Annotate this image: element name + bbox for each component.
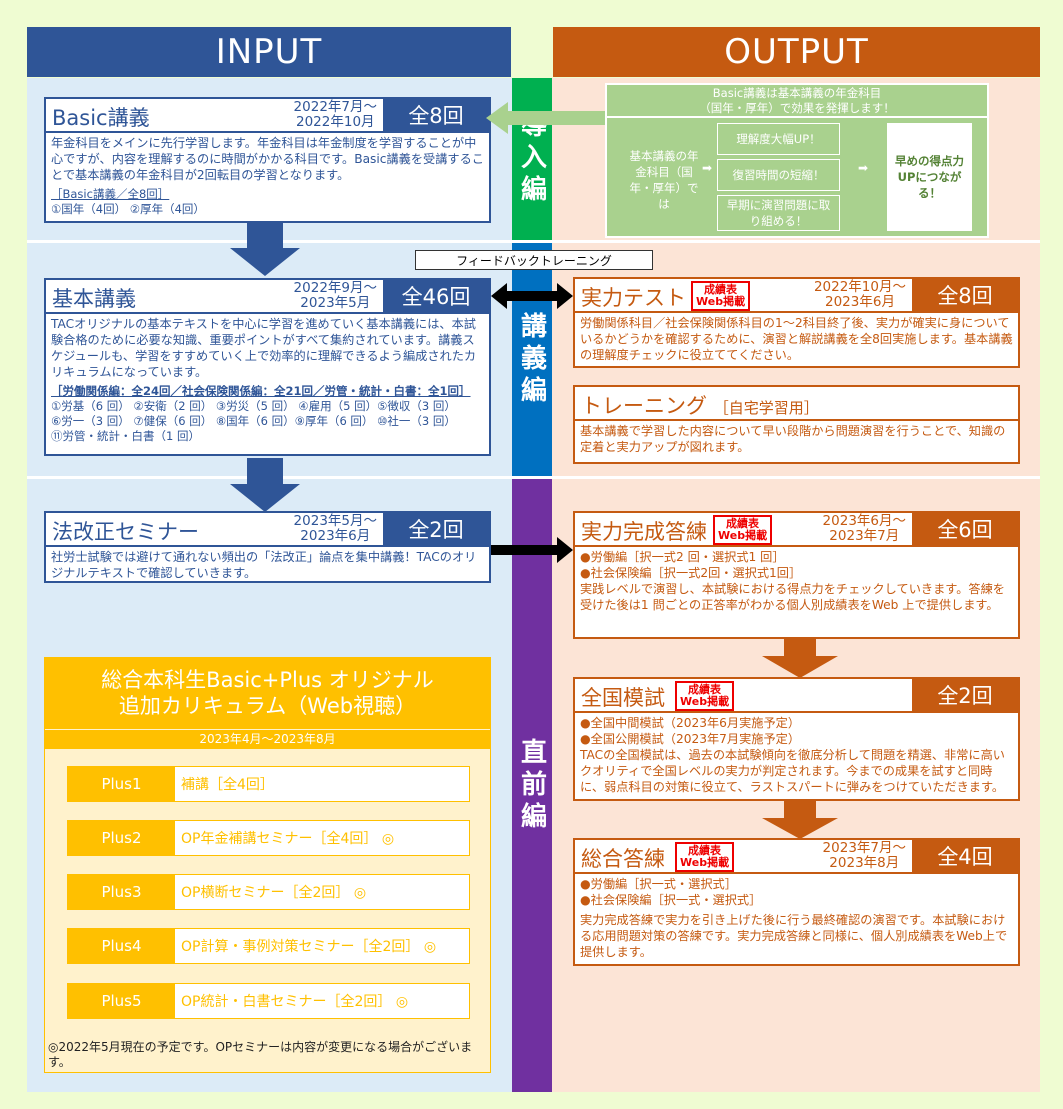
card-subtitle: ［Basic講義／全8回］ (51, 187, 170, 201)
down-arrow-icon (230, 222, 300, 276)
card-subitems: ①国年（4回） ②厚年（4回） (51, 202, 205, 216)
card-title: 法改正セミナー (52, 520, 199, 544)
effect-result: 早めの得点力UPにつながる！ (887, 123, 972, 231)
card-subitems: ⑪労管・統計・白書（1 回） (51, 429, 200, 443)
card-subtitle: ［労働関係編：全24回／社会保険関係編：全21回／労管・統計・白書：全1回］ (51, 384, 471, 398)
card-item: ●労働編［択一式2 回・選択式1 回］ (580, 550, 785, 564)
card-item: ●社会保険編［択一式2回・選択式1回］ (580, 566, 802, 580)
phase-intro: 導入編 (512, 78, 552, 240)
card-date: 2023年7月～2023年8月 (822, 840, 906, 871)
card-title: トレーニング ［自宅学習用］ (581, 394, 819, 418)
card-item: ●労働編［択一式・選択式］ (580, 877, 737, 891)
card-desc: 労働関係科目／社会保険関係科目の1～2科目終了後、実力が確実に身についているかど… (580, 316, 1013, 362)
basic-lecture-card: Basic講義 2022年7月～2022年10月 全8回 年金科目をメインに先行… (44, 97, 491, 223)
divider (27, 240, 1040, 243)
plus-period: 2023年4月～2023年8月 (45, 730, 490, 749)
card-count: 全46回 (383, 280, 489, 312)
card-title: Basic講義 (52, 106, 150, 130)
divider (27, 476, 1040, 479)
effect-item: 復習時間の短縮！ (717, 159, 840, 191)
card-desc: TACオリジナルの基本テキストを中心に学習を進めていく基本講義には、本試験合格の… (51, 317, 477, 379)
card-date: 2022年9月～2023年5月 (293, 280, 377, 311)
card-subitems: ⑥労一（3 回） ⑦健保（6 回） ⑧国年（6 回）⑨厚年（6 回） ⑩社一（3… (51, 414, 456, 428)
arrow-right-icon (491, 537, 573, 563)
card-title: 総合答練 (581, 847, 665, 871)
plus-title: 総合本科生Basic+Plus オリジナル (101, 668, 434, 692)
down-arrow-icon (762, 638, 838, 678)
card-count: 全6回 (912, 513, 1018, 545)
law-revision-seminar-card: 法改正セミナー 2023年5月～2023年6月 全2回 社労士試験では避けて通れ… (44, 511, 491, 583)
card-item: ●社会保険編［択一式・選択式］ (580, 893, 762, 907)
card-desc: 基本講義で学習した内容について早い段階から問題演習を行うことで、知識の定着と実力… (580, 424, 1006, 454)
down-arrow-icon (230, 458, 300, 512)
effect-title: Basic講義は基本講義の年金科目 (712, 86, 882, 100)
card-item: ●全国中間模試（2023年6月実施予定） (580, 716, 801, 730)
card-title: 実力テスト (581, 286, 686, 310)
card-title: 全国模試 (581, 686, 665, 710)
input-header: INPUT (27, 27, 511, 77)
basic-course-card: 基本講義 2022年9月～2023年5月 全46回 TACオリジナルの基本テキス… (44, 278, 491, 456)
card-subitems: ①労基（6 回） ②安衛（2 回） ③労災（5 回） ④雇用（5 回）⑤徴収（3… (51, 399, 456, 413)
phase-lecture: 講義編 (512, 243, 552, 476)
card-desc: 実践レベルで演習し、本試験における得点力をチェックしていきます。答練を受けた後は… (580, 582, 1005, 612)
green-arrow-left-icon (486, 102, 608, 134)
card-date: 2023年6月～2023年7月 (822, 513, 906, 544)
card-desc: 社労士試験では避けて通れない頻出の「法改正」論点を集中講義！TACのオリジナルテ… (51, 550, 477, 580)
down-arrow-icon (762, 800, 838, 839)
output-header: OUTPUT (553, 27, 1040, 77)
card-item: ●全国公開模試（2023年7月実施予定） (580, 732, 801, 746)
card-count: 全4回 (912, 840, 1018, 872)
card-desc: 実力完成答練で実力を引き上げた後に行う最終確認の演習です。本試験における応用問題… (580, 913, 1008, 959)
card-date: 2022年10月～2023年6月 (813, 279, 906, 310)
feedback-training-label: フィードバックトレーニング (415, 250, 653, 270)
card-date: 2023年5月～2023年6月 (293, 513, 377, 544)
card-date: 2022年7月～2022年10月 (293, 99, 377, 130)
training-card: トレーニング ［自宅学習用］ 基本講義で学習した内容について早い段階から問題演習… (573, 385, 1020, 464)
effect-title: （国年・厚年）で効果を発揮します！ (699, 101, 895, 115)
double-arrow-icon (491, 283, 573, 309)
card-count: 全8回 (912, 279, 1018, 311)
card-count: 全8回 (383, 99, 489, 131)
phase-final: 直前編 (512, 479, 552, 1092)
effect-item: 理解度大幅UP！ (717, 123, 840, 155)
card-desc: 年金科目をメインに先行学習します。年金科目は年金制度を学習することが中心ですが、… (51, 136, 484, 182)
plus-note: ◎2022年5月現在の予定です。OPセミナーは内容が変更になる場合がございます。 (48, 1040, 473, 1069)
arrow-right-icon: ➡ (700, 160, 714, 176)
card-title: 実力完成答練 (581, 520, 707, 544)
card-count: 全2回 (912, 679, 1018, 711)
card-title: 基本講義 (52, 287, 136, 311)
plus-title: 追加カリキュラム（Web視聴） (118, 694, 417, 718)
basic-effect-box: Basic講義は基本講義の年金科目（国年・厚年）で効果を発揮します！ 基本講義の… (605, 83, 989, 238)
card-count: 全2回 (383, 513, 489, 545)
effect-item: 早期に演習問題に取り組める！ (717, 195, 840, 231)
effect-left: 基本講義の年金科目（国年・厚年）では (629, 140, 699, 220)
card-desc: TACの全国模試は、過去の本試験傾向を徹底分析して問題を精選、非常に高いクオリテ… (580, 748, 1005, 794)
arrow-right-icon: ➡ (843, 160, 883, 176)
